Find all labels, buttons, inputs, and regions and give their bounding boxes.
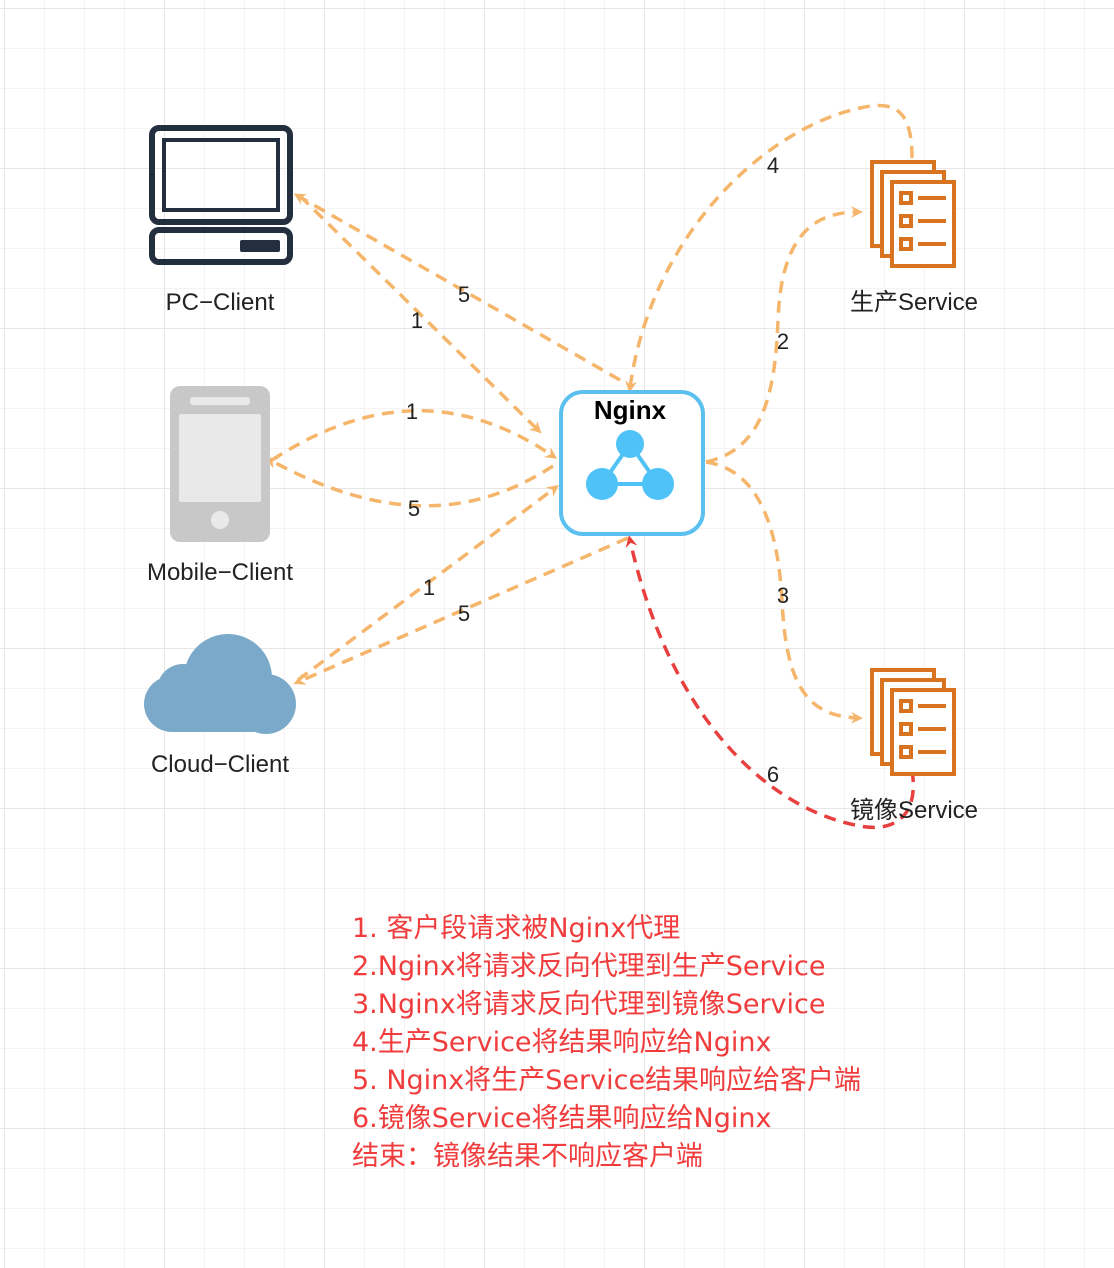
edge-label-mobile-request: 1 <box>406 399 418 424</box>
mobile-phone-icon <box>170 386 270 542</box>
desktop-computer-icon <box>149 125 293 265</box>
cloud-client-label: Cloud−Client <box>151 751 289 778</box>
edge-pc-request <box>298 194 542 434</box>
edge-nginx-to-mirror <box>705 460 863 724</box>
mobile-client-node[interactable]: Mobile−Client <box>147 386 293 586</box>
edge-cloud-response <box>293 536 629 685</box>
edge-label-pc-response: 5 <box>458 282 470 307</box>
legend-notes: 1. 客户段请求被Nginx代理 2.Nginx将请求反向代理到生产Servic… <box>352 910 972 1176</box>
edge-label-prod-to-nginx: 4 <box>767 153 779 178</box>
cloud-client-node[interactable]: Cloud−Client <box>144 634 296 778</box>
mirror-service-label: 镜像Service <box>850 797 978 824</box>
edge-label-cloud-request: 1 <box>423 575 435 600</box>
legend-item: 结束：镜像结果不响应客户端 <box>352 1141 703 1172</box>
prod-service-node[interactable]: 生产Service <box>850 160 978 316</box>
mirror-service-node[interactable]: 镜像Service <box>850 668 978 824</box>
edge-label-mirror-to-nginx: 6 <box>767 762 779 787</box>
edge-nginx-to-prod <box>705 206 863 464</box>
edge-label-nginx-to-mirror: 3 <box>777 583 789 608</box>
nginx-node[interactable]: Nginx <box>559 390 705 536</box>
edge-label-nginx-to-prod: 2 <box>777 329 789 354</box>
pc-client-label: PC−Client <box>166 289 275 316</box>
legend-item: 6.镜像Service将结果响应给Nginx <box>352 1103 772 1134</box>
cloud-icon <box>144 634 296 734</box>
edge-label-pc-request: 1 <box>411 308 423 333</box>
edge-mirror-to-nginx <box>625 535 916 830</box>
pc-client-node[interactable]: PC−Client <box>149 125 293 316</box>
edge-pc-response <box>293 193 621 382</box>
network-triangle-icon <box>586 430 674 500</box>
edge-cloud-request <box>296 485 560 682</box>
legend-item: 4.生产Service将结果响应给Nginx <box>352 1027 772 1058</box>
legend-item: 2.Nginx将请求反向代理到生产Service <box>352 951 826 982</box>
mobile-client-label: Mobile−Client <box>147 559 293 586</box>
edge-mobile-request <box>271 409 558 462</box>
edge-label-cloud-response: 5 <box>458 601 470 626</box>
edge-label-mobile-response: 5 <box>408 496 420 521</box>
service-documents-icon <box>870 160 956 268</box>
legend-item: 1. 客户段请求被Nginx代理 <box>352 913 681 944</box>
service-documents-icon <box>870 668 956 776</box>
nginx-label: Nginx <box>594 395 667 425</box>
prod-service-label: 生产Service <box>850 289 978 316</box>
legend-item: 3.Nginx将请求反向代理到镜像Service <box>352 989 826 1020</box>
legend-item: 5. Nginx将生产Service结果响应给客户端 <box>352 1065 862 1096</box>
edge-prod-to-nginx <box>624 103 914 393</box>
